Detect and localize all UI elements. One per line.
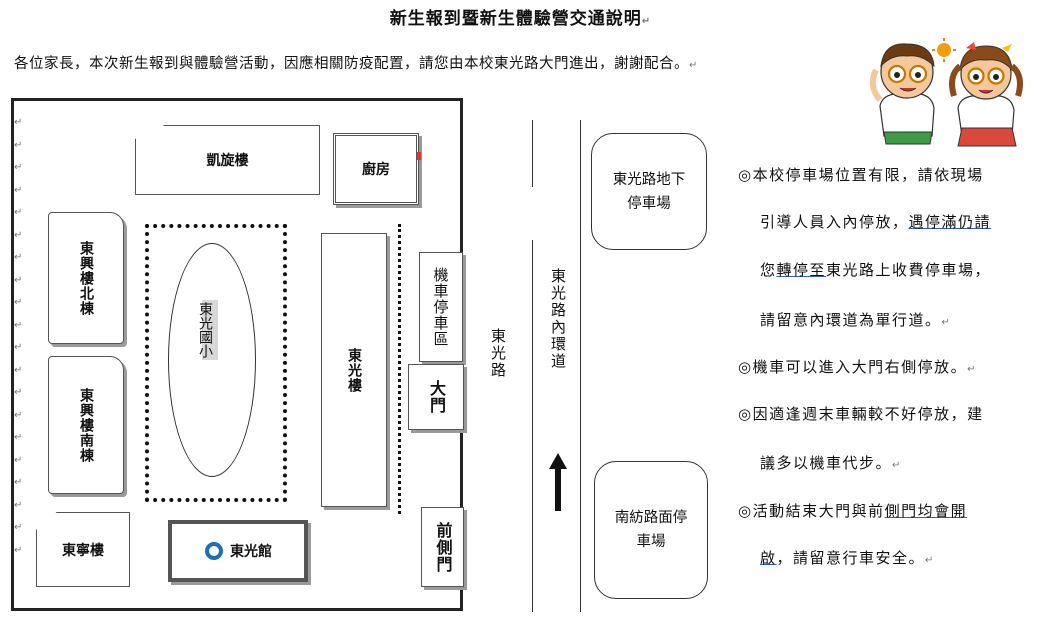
location-circle-icon (205, 542, 223, 560)
note-line-9: 啟，請留意行車安全。↵ (760, 549, 935, 567)
sun-icon (932, 38, 956, 62)
kaixuan-building: 凱旋樓 (135, 125, 320, 195)
kitchen-building: 廚房 (333, 133, 419, 205)
note-line-5: ◎機車可以進入大門右側停放。↵ (738, 358, 977, 376)
road-line-lower (532, 240, 533, 612)
map-margin-marks: ↵↵↵↵ ↵↵↵↵ ↵↵↵↵ ↵↵↵↵ ↵↵↵↵ (14, 117, 23, 556)
dongxing-south-building: 東興樓南棟 (48, 356, 124, 494)
school-name-label: 東光國小 (197, 300, 218, 360)
dongguang-road-label: 東光路 (489, 328, 507, 379)
note-line-3: 您轉停至東光路上收費停車場， (760, 261, 992, 279)
road-line-upper (532, 120, 533, 187)
page-title: 新生報到暨新生體驗營交通說明↵ (389, 9, 652, 29)
dongguang-hall: 東光館 (168, 520, 308, 582)
east-dotted-line (398, 224, 401, 514)
main-gate: 大門 (408, 364, 464, 430)
dongxing-north-building: 東興樓北棟 (48, 212, 124, 344)
girl-figure (949, 42, 1023, 147)
note-line-6: ◎因適逢週末車輛較不好停放，建 (738, 405, 984, 423)
one-way-arrow-icon (549, 453, 567, 511)
inner-loop-label: 東光路內環道 (549, 268, 567, 370)
boy-figure (869, 43, 935, 145)
front-side-gate: 前側門 (421, 507, 464, 587)
kids-illustration (869, 38, 1023, 147)
note-line-8: ◎活動結束大門與前側門均會開 (738, 502, 968, 520)
motorcycle-parking-area: 機車停車區 (419, 252, 463, 362)
intro-text: 各位家長，本次新生報到與體驗營活動，因應相關防疫配置，請您由本校東光路大門進出，… (14, 56, 698, 72)
road-line-right (580, 120, 581, 612)
underground-parking-box: 東光路地下停車場 (591, 133, 707, 250)
note-line-4: 請留意內環道為單行道。↵ (760, 311, 952, 329)
nanfang-parking-box: 南紡路面停車場 (594, 461, 708, 599)
dongning-building: 東寧樓 (36, 512, 130, 587)
note-line-1: ◎本校停車場位置有限，請依現場 (738, 166, 984, 184)
dongguang-building: 東光樓 (321, 233, 387, 507)
track-dotted-border (145, 224, 287, 502)
kitchen-marker (417, 152, 421, 160)
note-line-7: 議多以機車代步。↵ (760, 454, 902, 472)
note-line-2: 引導人員入內停放，遇停滿仍請 (760, 213, 992, 231)
field-oval (168, 243, 256, 477)
